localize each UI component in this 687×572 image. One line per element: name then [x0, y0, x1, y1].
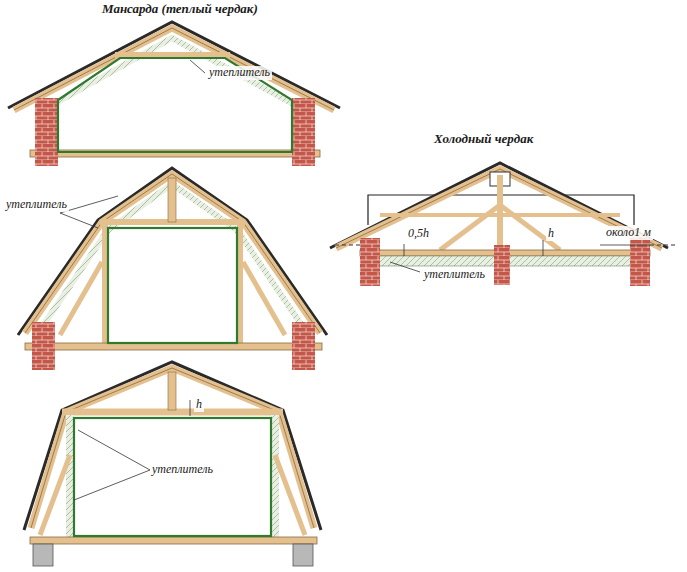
insulation-label: утеплитель	[4, 198, 69, 212]
insulation-label: утеплитель	[422, 268, 487, 282]
group-heading: Мансарда (теплый чердак)	[100, 2, 260, 17]
attic-top	[8, 22, 340, 166]
dimension-label: около1 м	[604, 226, 653, 240]
dimension-label: h	[194, 398, 204, 412]
dimension-label: 0,5h	[406, 227, 431, 241]
dimension-label: h	[546, 227, 556, 241]
insulation-label: утеплитель	[150, 463, 215, 477]
insulation-label: утеплитель	[207, 66, 272, 80]
group-heading: Холодный чердак	[432, 132, 535, 147]
cold-attic	[330, 163, 675, 286]
attic-bottom	[24, 362, 321, 566]
